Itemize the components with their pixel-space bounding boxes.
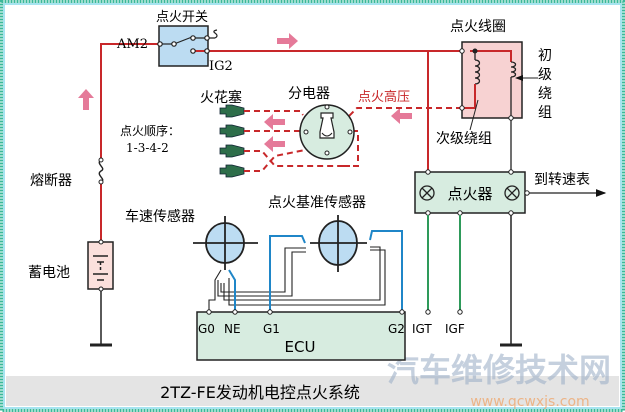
current-flow-arrows: [78, 33, 412, 152]
to-tachometer-label: 到转速表: [534, 172, 590, 188]
arrow-left-icon: [264, 136, 285, 152]
secondary-coil-icon: [474, 59, 481, 85]
spark-plug-icon: [219, 104, 245, 118]
arrow-right-icon: [277, 33, 298, 49]
spark-plug-icon: [219, 164, 245, 178]
pin-g1: G1: [263, 322, 280, 336]
pin-ne: NE: [224, 322, 241, 336]
svg-text:组: 组: [538, 105, 552, 121]
pin-g0: G0: [198, 322, 215, 336]
diagram-title: 2TZ-FE发动机电控点火系统: [160, 383, 360, 402]
spark-plug-icon: [219, 144, 245, 158]
firing-order-label: 点火顺序：: [120, 123, 180, 138]
svg-text:级: 级: [538, 67, 552, 83]
arrow-up-icon: [78, 89, 94, 110]
ecu-pin-labels: G0 NE G1 G2 IGT IGF: [198, 322, 465, 336]
ref-sensor-icon: [310, 215, 367, 272]
arrow-left-icon: [264, 114, 285, 130]
power-wires: [100, 43, 470, 242]
fuse-icon: [98, 159, 104, 183]
ref-sensor-label: 点火基准传感器: [268, 194, 366, 211]
battery-label: 蓄电池: [28, 265, 70, 281]
ecu-label: ECU: [285, 338, 316, 356]
ig2-label: IG2: [209, 59, 233, 74]
watermark-logo: 汽车维修技术网: [387, 351, 611, 389]
ground-icon: [90, 291, 112, 347]
ecu-pin-terminals: [206, 309, 463, 315]
fuse-label: 熔断器: [30, 173, 72, 189]
secondary-winding-label: 次级绕组: [436, 131, 492, 147]
spark-plug-icon: [219, 124, 245, 138]
svg-text:绕: 绕: [538, 86, 552, 102]
pin-igt: IGT: [412, 322, 432, 336]
ecu-box: [196, 311, 406, 361]
ignition-coil-label: 点火线圈: [450, 19, 506, 35]
signal-wires: [228, 230, 403, 312]
spark-plug-label: 火花塞: [200, 89, 242, 106]
pin-igf: IGF: [445, 322, 465, 336]
am2-label: AM2: [116, 37, 148, 52]
primary-winding-label: 初 级 绕 组: [538, 47, 552, 121]
high-voltage-label: 点火高压: [358, 89, 410, 105]
svg-text:初: 初: [538, 47, 552, 64]
igniter-label: 点火器: [447, 185, 492, 203]
pin-g2: G2: [388, 322, 405, 336]
spark-plugs: [219, 104, 245, 178]
ignition-coil: [459, 41, 538, 131]
distributor-icon: [299, 104, 355, 160]
igniter: [414, 169, 530, 216]
speed-sensor-label: 车速传感器: [125, 208, 195, 225]
firing-order-value: 1-3-4-2: [126, 141, 169, 155]
primary-coil-icon: [510, 61, 517, 78]
ignition-switch: [157, 25, 218, 67]
control-wires: [427, 215, 461, 312]
ignition-switch-label: 点火开关: [156, 10, 208, 25]
watermark-url: www.qcwxjs.com: [470, 394, 589, 410]
arrow-left-icon: [391, 108, 412, 124]
high-voltage-wires: [244, 107, 462, 172]
sensor-shield-wires: [208, 246, 386, 312]
ground-icon: [500, 215, 522, 347]
frame-inner: [3, 3, 622, 409]
battery-icon: [87, 239, 114, 292]
distributor-label: 分电器: [288, 86, 330, 102]
caption-strip: [6, 376, 619, 406]
speed-sensor-icon: [193, 216, 258, 270]
